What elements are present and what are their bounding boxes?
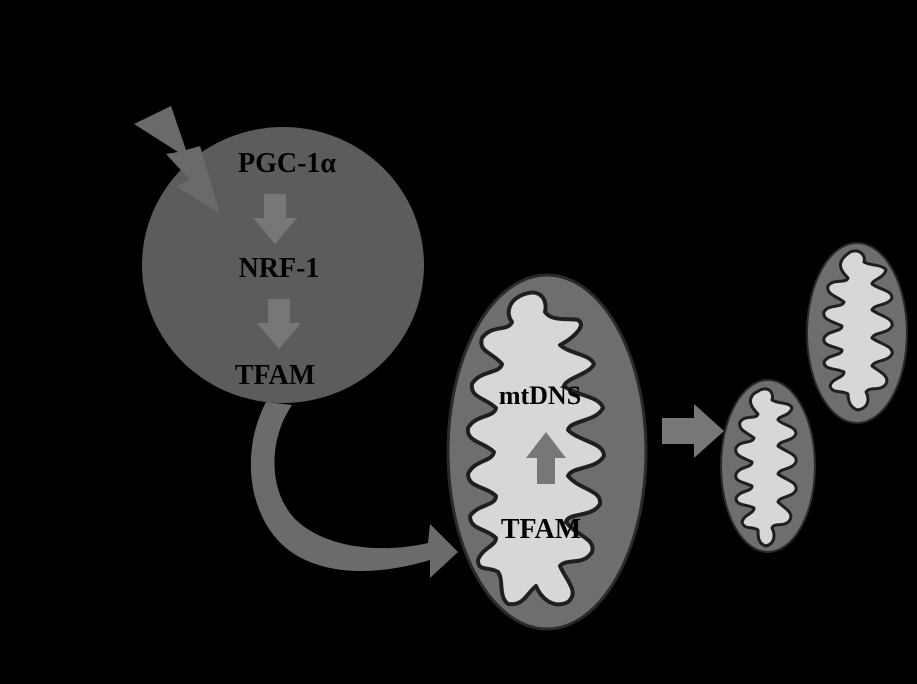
daughter-mitochondrion-cristae [822, 249, 894, 412]
pgc1a-label: PGC-1α [238, 148, 336, 179]
lightning-bolt-icon [134, 106, 220, 214]
nrf1-label: NRF-1 [239, 253, 320, 284]
up-arrow-icon [526, 432, 566, 484]
curved-arrow-icon [250, 402, 458, 578]
right-arrow-icon [662, 404, 724, 458]
mtdns-label: mtDNS [499, 381, 581, 410]
tfam-mito-label: TFAM [501, 514, 581, 545]
daughter-mitochondrion-cristae [734, 387, 798, 548]
down-arrow-icon [253, 194, 297, 244]
tfam-nucleus-label: TFAM [235, 360, 315, 391]
down-arrow-icon [257, 299, 301, 349]
